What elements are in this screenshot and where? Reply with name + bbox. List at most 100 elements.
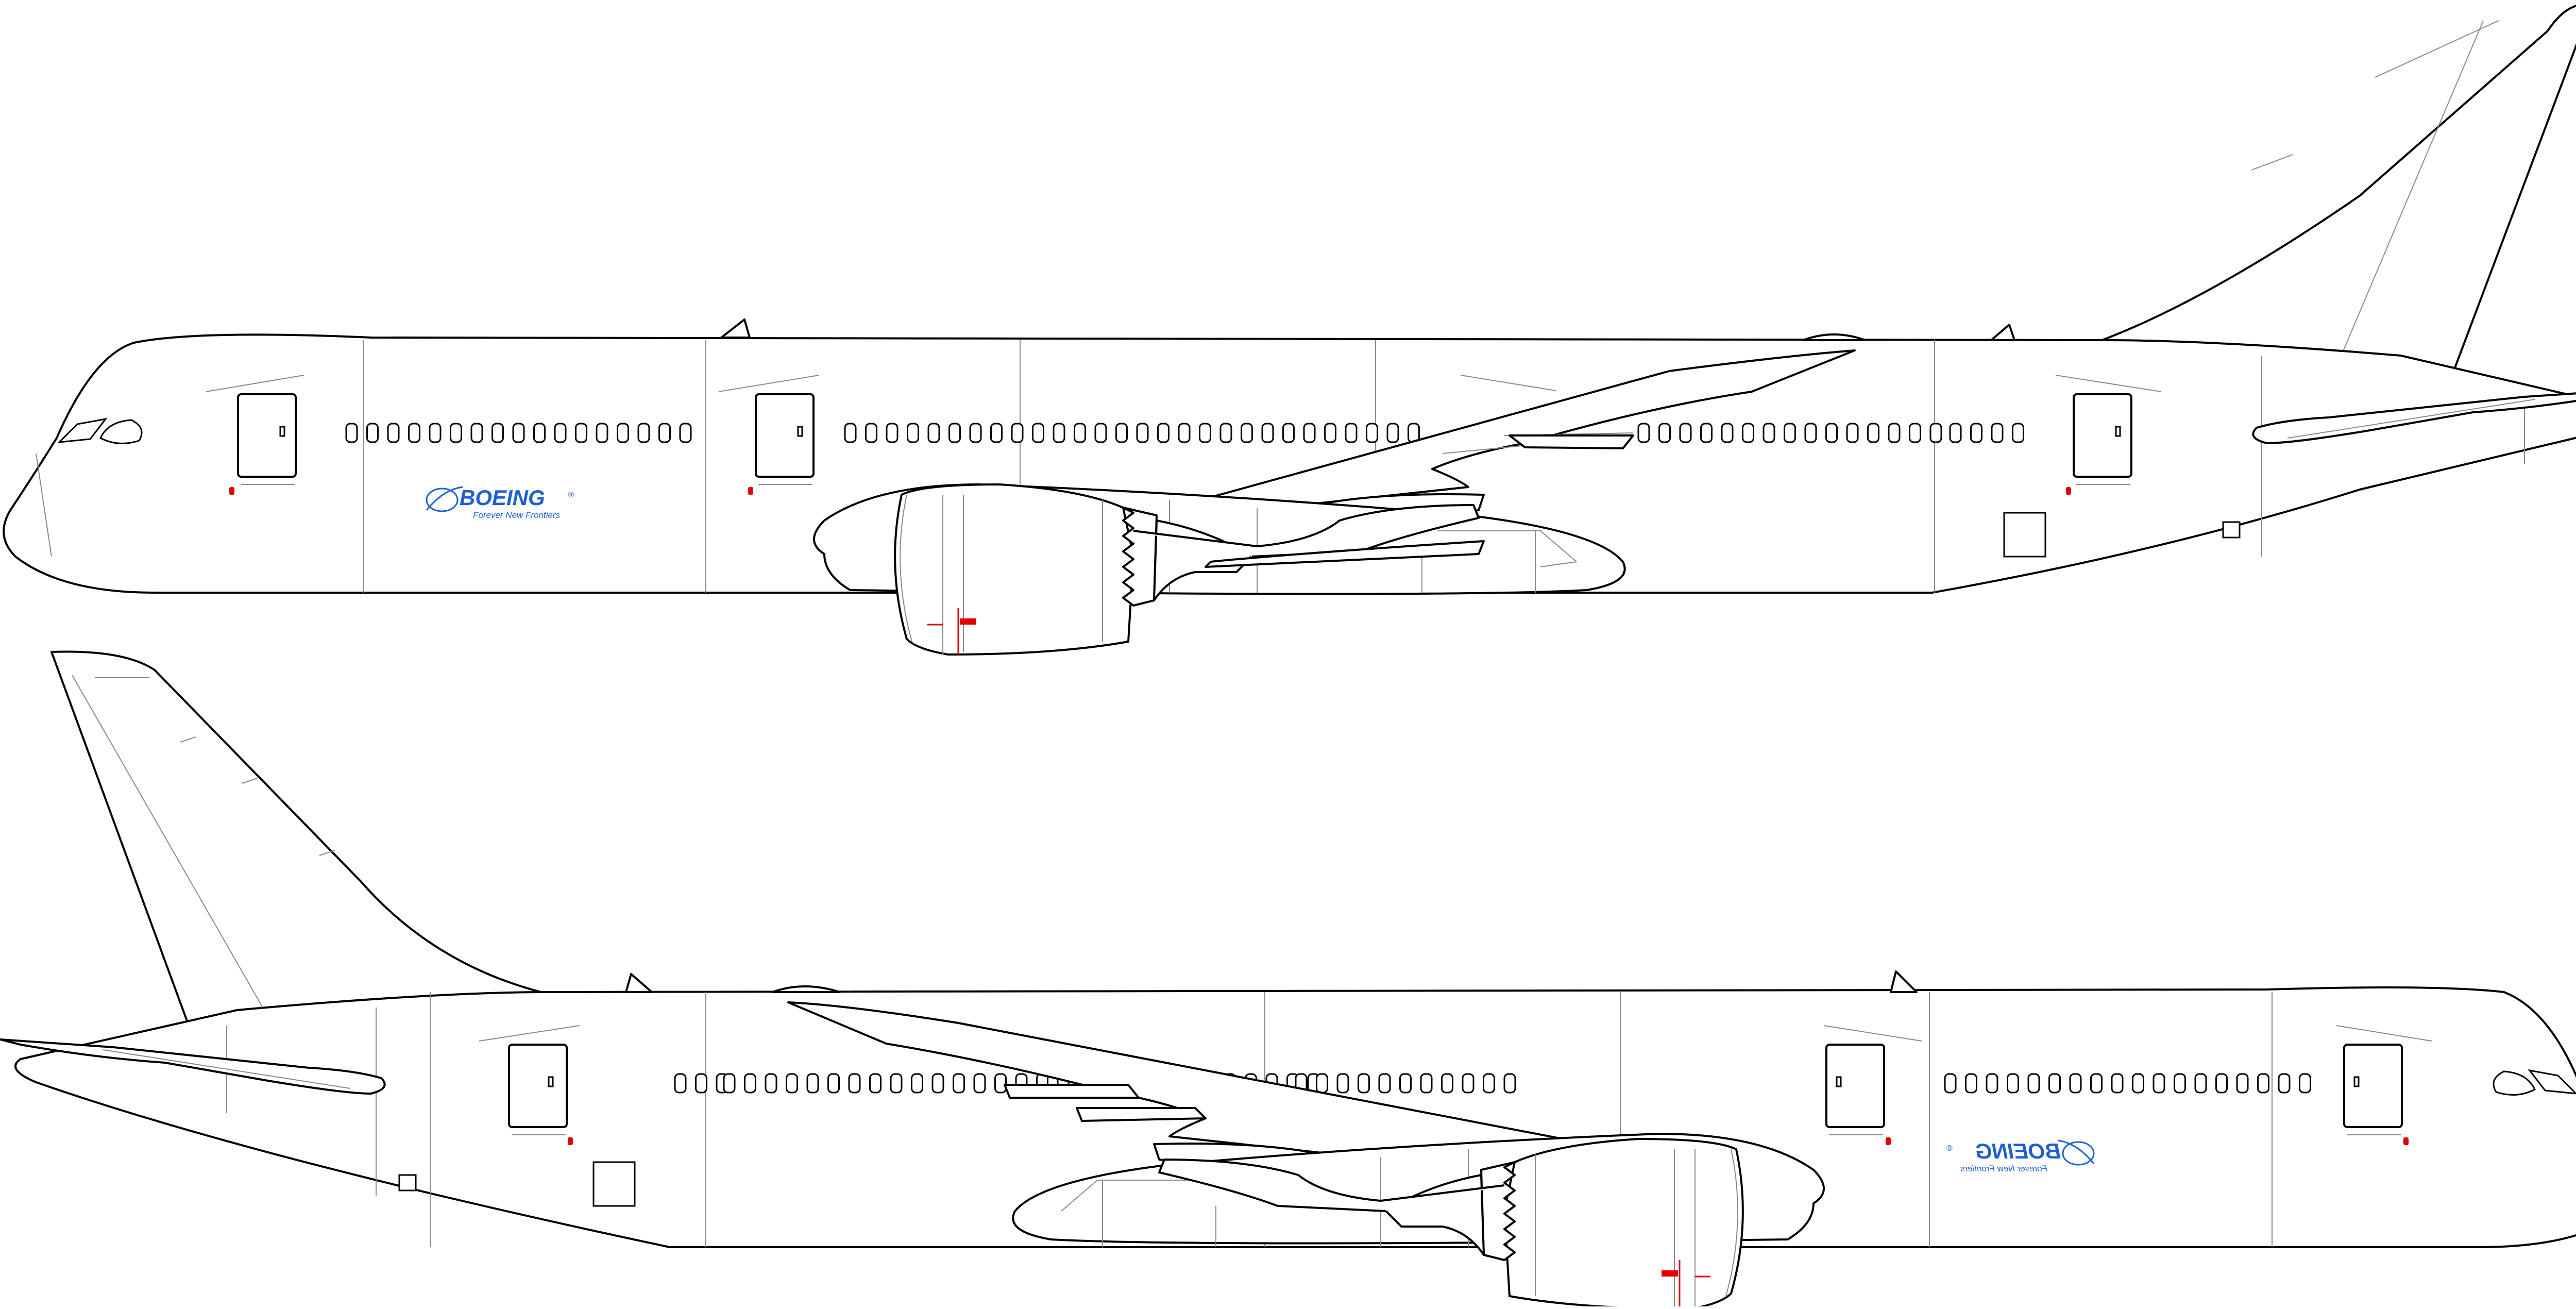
cabin-window — [1944, 1073, 1957, 1094]
cabin-window — [1053, 423, 1065, 443]
cabin-window — [2048, 1073, 2061, 1094]
cabin-window — [990, 423, 1003, 443]
cabin-window — [1441, 1073, 1453, 1094]
cabin-window — [674, 1073, 687, 1094]
brand-tagline: Forever New Frontiers — [473, 510, 561, 520]
cabin-window — [994, 1073, 1007, 1094]
cabin-door — [755, 393, 815, 478]
cabin-window — [911, 1073, 923, 1094]
cabin-window — [617, 423, 629, 443]
cabin-window — [969, 423, 982, 443]
cabin-window — [1336, 1073, 1349, 1094]
cabin-window — [865, 423, 877, 443]
engine-nacelle — [894, 483, 1134, 656]
cabin-window — [1867, 423, 1879, 443]
cockpit-window — [57, 417, 108, 443]
cabin-window — [2153, 1073, 2165, 1094]
cabin-window — [848, 1073, 861, 1094]
cabin-window — [345, 423, 358, 443]
cabin-window — [1316, 1073, 1328, 1094]
cabin-window — [1094, 423, 1107, 443]
boeing-logo: BOEING ® Forever New Frontiers — [426, 485, 574, 520]
panel-seams — [36, 340, 2525, 593]
cockpit-window — [2493, 1070, 2536, 1096]
cabin-window — [695, 1073, 707, 1094]
cockpit-window — [99, 419, 143, 444]
cabin-door — [508, 1044, 568, 1128]
cabin-window — [366, 423, 379, 443]
cabin-door — [2343, 1044, 2403, 1128]
cabin-window — [1358, 1073, 1370, 1094]
cabin-window — [1991, 423, 2004, 443]
cabin-window — [554, 423, 567, 443]
cabin-window — [2278, 1073, 2291, 1094]
cabin-window — [1742, 423, 1754, 443]
vertical-stabilizer — [50, 650, 542, 1032]
cabin-window — [927, 423, 940, 443]
cabin-window — [2027, 1073, 2040, 1094]
cabin-door — [1825, 1044, 1885, 1128]
cabin-window — [2007, 1073, 2019, 1094]
cabin-window — [1366, 423, 1378, 443]
cabin-window — [953, 1073, 965, 1094]
cabin-window — [1282, 423, 1295, 443]
cabin-window — [869, 1073, 882, 1094]
cabin-window — [1929, 423, 1942, 443]
antenna — [720, 318, 751, 339]
cabin-window — [637, 423, 650, 443]
cockpit-window — [2528, 1069, 2576, 1095]
cabin-window — [1804, 423, 1817, 443]
cargo-door — [592, 1161, 636, 1207]
cabin-window — [1700, 423, 1713, 443]
satcom-fairing — [1802, 333, 1866, 341]
cabin-window — [890, 1073, 903, 1094]
cabin-window — [1219, 423, 1232, 443]
access-panel — [2222, 521, 2241, 539]
cabin-door — [237, 393, 297, 478]
registered-mark: ® — [568, 491, 574, 499]
cabin-window — [1503, 1073, 1516, 1094]
cabin-window — [1909, 423, 1921, 443]
cabin-window — [827, 1073, 840, 1094]
antenna — [1890, 970, 1918, 993]
cabin-window — [1386, 423, 1399, 443]
rudder-line — [2338, 20, 2484, 361]
cabin-window — [1157, 423, 1170, 443]
cabin-window — [2215, 1073, 2228, 1094]
cabin-window — [2069, 1073, 2082, 1094]
cabin-window — [658, 423, 671, 443]
cabin-window — [1345, 423, 1358, 443]
cabin-window — [1011, 423, 1024, 443]
left-side-view: BOEING ® Forever New Frontiers — [3, 5, 2576, 656]
satcom-fairing — [772, 985, 841, 993]
cabin-window — [1178, 423, 1191, 443]
cabin-window — [765, 1073, 777, 1094]
cabin-window — [387, 423, 400, 443]
cabin-window — [1721, 423, 1734, 443]
cabin-window — [1970, 423, 1982, 443]
cargo-door — [2003, 512, 2046, 558]
cabin-window — [973, 1073, 986, 1094]
cabin-window — [2111, 1073, 2124, 1094]
cabin-window — [1637, 423, 1650, 443]
cabin-window — [1658, 423, 1671, 443]
cabin-window — [2132, 1073, 2144, 1094]
antenna — [625, 973, 653, 993]
cabin-window — [450, 423, 462, 443]
cabin-window — [786, 1073, 798, 1094]
cabin-window — [2299, 1073, 2311, 1094]
cabin-window — [429, 423, 442, 443]
access-panel — [398, 1174, 417, 1191]
cabin-window — [470, 423, 483, 443]
cabin-window — [2012, 423, 2024, 443]
cabin-door — [2073, 393, 2132, 478]
cabin-window — [1199, 423, 1211, 443]
cabin-window — [1965, 1073, 1977, 1094]
cabin-window — [1888, 423, 1901, 443]
horizontal-stabilizer — [0, 1038, 386, 1095]
cabin-window — [844, 423, 857, 443]
cabin-window — [1825, 423, 1838, 443]
cabin-window — [1032, 423, 1044, 443]
cabin-window — [1462, 1073, 1475, 1094]
cabin-window — [1420, 1073, 1433, 1094]
